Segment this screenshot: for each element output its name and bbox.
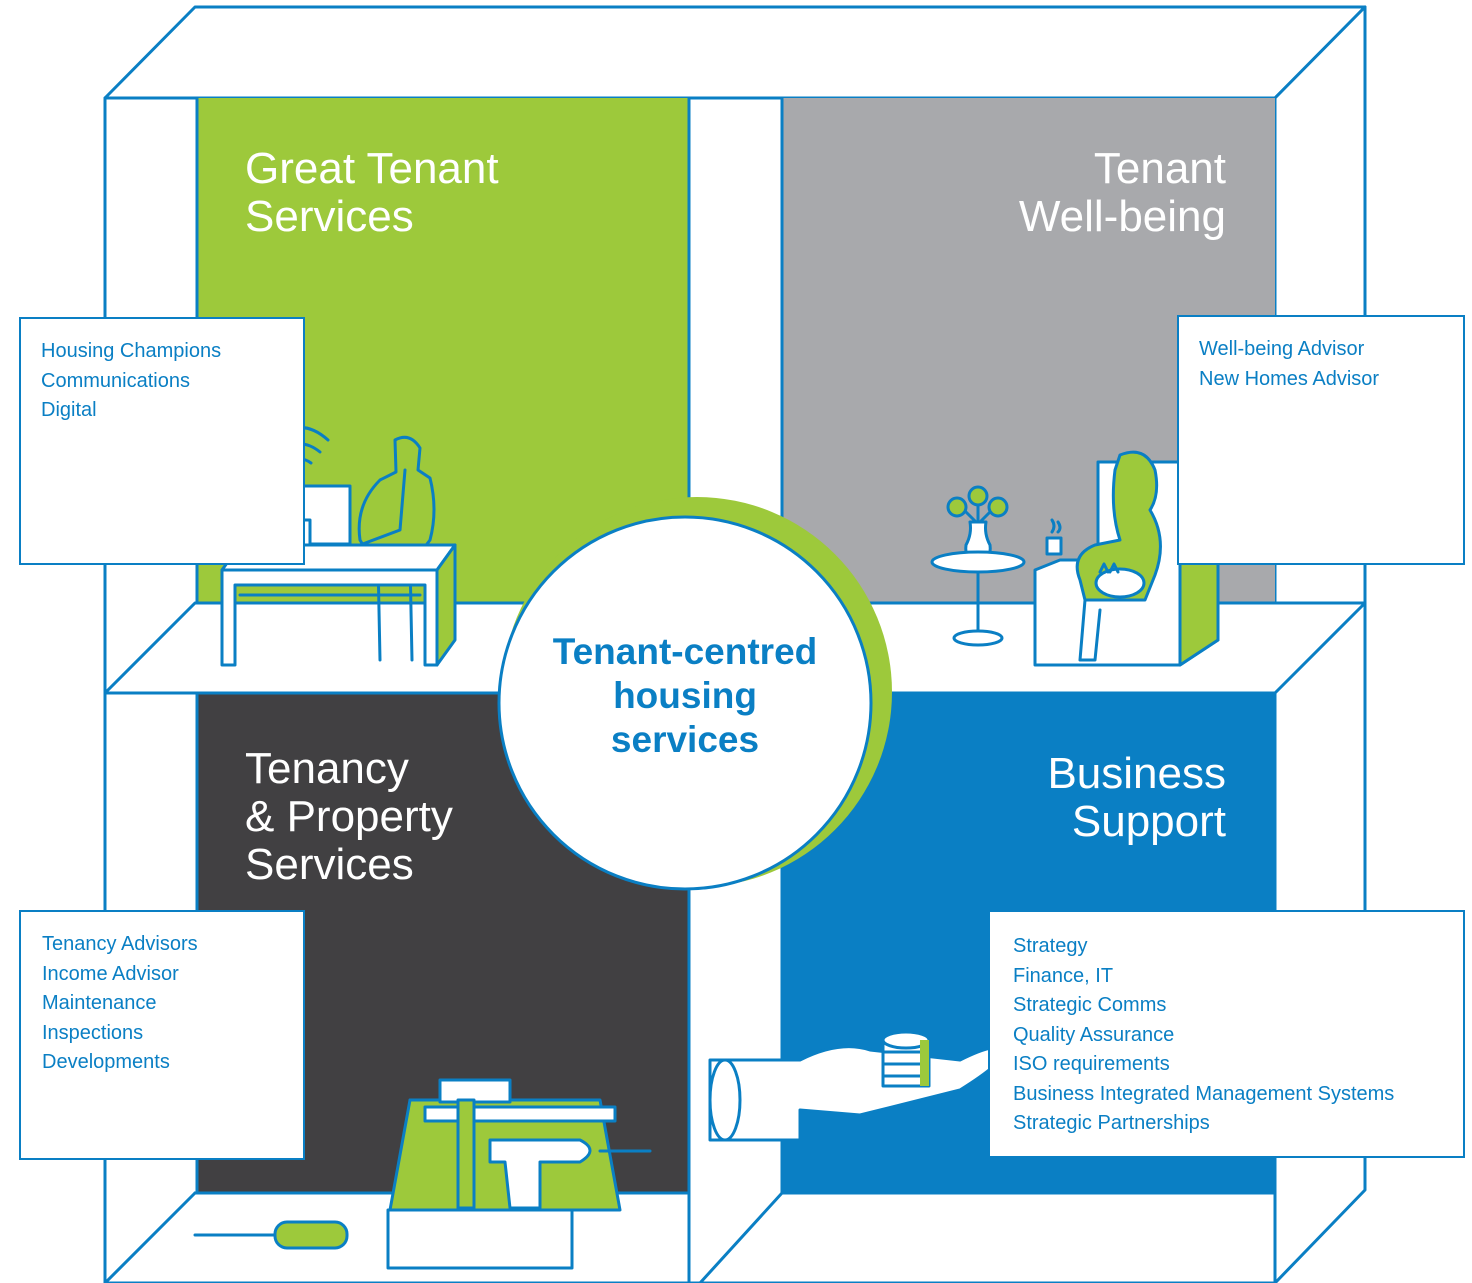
- list-item: Developments: [42, 1051, 170, 1073]
- list-item: Inspections: [42, 1021, 144, 1044]
- list-item: Well-being Advisor: [1199, 338, 1365, 360]
- person-at-desk-icon: [357, 435, 436, 662]
- tenant-wellbeing-title: Tenant Well-being: [1018, 144, 1226, 241]
- tenant-wellbeing-box: Well-being Advisor New Homes Advisor: [1177, 315, 1465, 565]
- great-tenant-services-title: Great Tenant Services: [245, 144, 499, 241]
- tenancy-property-services-box: Tenancy Advisors Income Advisor Maintena…: [19, 910, 305, 1160]
- business-support-title: Business Support: [1047, 749, 1226, 846]
- great-tenant-services-list: Housing Champions Communications Digital: [41, 337, 303, 426]
- tenant-wellbeing-list: Well-being Advisor New Homes Advisor: [1199, 335, 1463, 394]
- business-support-box: Strategy Finance, IT Strategic Comms Qua…: [988, 910, 1465, 1158]
- list-item: ISO requirements: [1013, 1053, 1170, 1075]
- list-item: Strategic Comms: [1013, 994, 1167, 1016]
- list-item: Maintenance: [42, 992, 157, 1014]
- list-item: Tenancy Advisors: [42, 933, 198, 955]
- great-tenant-services-box: Housing Champions Communications Digital: [19, 317, 305, 565]
- coin-stack-icon: [881, 1030, 931, 1088]
- woman-in-armchair-icon: [1033, 450, 1220, 667]
- business-support-list: Strategy Finance, IT Strategic Comms Qua…: [1013, 932, 1463, 1139]
- center-circle: [497, 497, 892, 891]
- cat-icon: [1094, 562, 1146, 599]
- list-item: Strategic Partnerships: [1013, 1112, 1210, 1134]
- screwdriver-icon: [193, 1220, 349, 1250]
- list-item: Quality Assurance: [1013, 1023, 1175, 1046]
- list-item: New Homes Advisor: [1199, 367, 1380, 390]
- hammer-icon: [438, 1078, 512, 1210]
- list-item: Communications: [41, 369, 190, 392]
- list-item: Digital: [41, 399, 97, 421]
- list-item: Housing Champions: [41, 340, 222, 362]
- list-item: Business Integrated Management Systems: [1013, 1082, 1395, 1105]
- tenancy-property-services-list: Tenancy Advisors Income Advisor Maintena…: [42, 930, 303, 1078]
- list-item: Income Advisor: [42, 962, 179, 985]
- center-title: Tenant-centred housing services: [552, 631, 818, 760]
- list-item: Finance, IT: [1013, 964, 1114, 987]
- side-table-icon: [930, 550, 1026, 647]
- list-item: Strategy: [1013, 935, 1088, 957]
- drill-icon: [488, 1138, 652, 1210]
- tenancy-property-services-title: Tenancy & Property Services: [245, 744, 453, 889]
- coffee-cup-icon: [1045, 518, 1063, 556]
